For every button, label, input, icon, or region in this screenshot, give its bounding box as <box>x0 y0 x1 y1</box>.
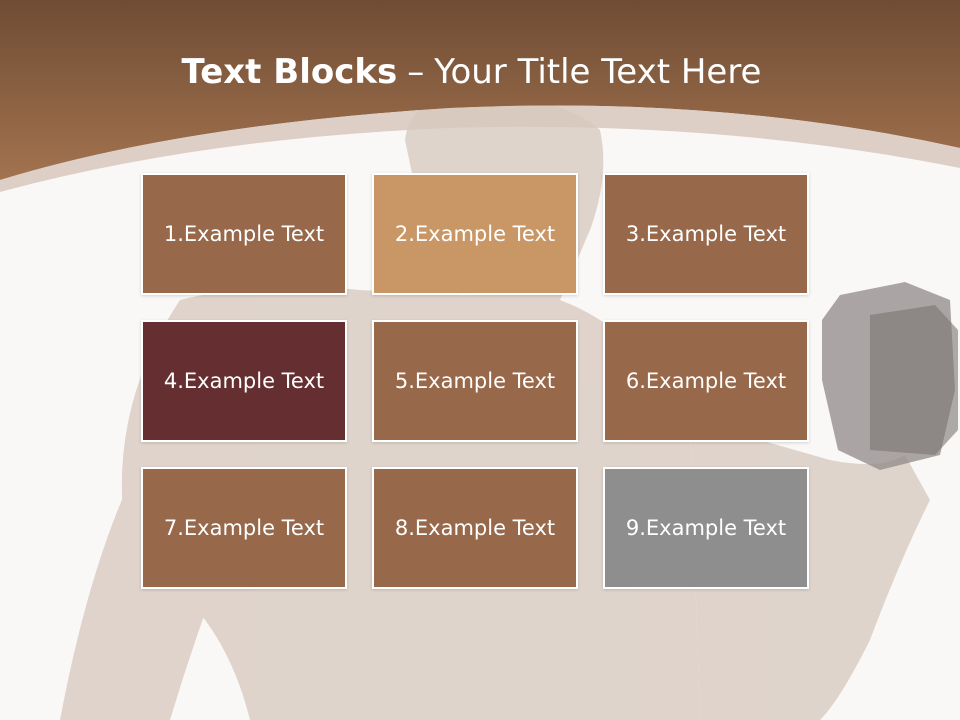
text-block-1: 1.Example Text <box>141 173 347 295</box>
text-block-label: 6.Example Text <box>625 369 787 393</box>
text-block-3: 3.Example Text <box>603 173 809 295</box>
text-block-7: 7.Example Text <box>141 467 347 589</box>
text-block-label: 1.Example Text <box>163 222 325 246</box>
text-block-label: 9.Example Text <box>625 516 787 540</box>
text-block-label: 4.Example Text <box>163 369 325 393</box>
text-block-6: 6.Example Text <box>603 320 809 442</box>
header-band <box>0 0 960 192</box>
text-block-label: 5.Example Text <box>394 369 556 393</box>
text-block-label: 2.Example Text <box>394 222 556 246</box>
text-block-label: 8.Example Text <box>394 516 556 540</box>
title-rest: Your Title Text Here <box>434 52 762 92</box>
text-block-label: 7.Example Text <box>163 516 325 540</box>
slide-title: Text Blocks–Your Title Text Here <box>0 52 943 92</box>
title-separator: – <box>407 52 425 92</box>
text-block-5: 5.Example Text <box>372 320 578 442</box>
text-block-9: 9.Example Text <box>603 467 809 589</box>
title-bold: Text Blocks <box>181 52 398 92</box>
text-block-label: 3.Example Text <box>625 222 787 246</box>
text-block-4: 4.Example Text <box>141 320 347 442</box>
text-block-2: 2.Example Text <box>372 173 578 295</box>
text-block-8: 8.Example Text <box>372 467 578 589</box>
